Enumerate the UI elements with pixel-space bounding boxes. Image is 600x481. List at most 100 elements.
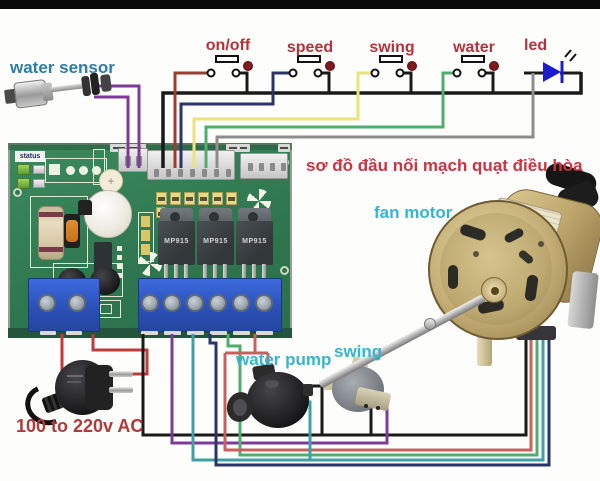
water-pump-label: water pump: [236, 350, 332, 369]
push-button-onoff: [202, 52, 258, 82]
transistor-label: MP915: [203, 238, 228, 245]
silkscreen-dot: [92, 166, 101, 175]
terminal-marking: [210, 331, 227, 335]
water-pump-image: [223, 360, 315, 432]
plug-body-side: [85, 365, 113, 410]
water-sensor-label: water sensor: [10, 58, 115, 77]
transistor-mp915: MP915: [236, 208, 273, 288]
swing-button-label: swing: [369, 39, 415, 56]
control-connector: [147, 150, 235, 180]
swing-terminal: [376, 406, 380, 410]
smd-resistor: [156, 192, 167, 205]
silkscreen-dot: [66, 166, 75, 175]
push-button-water: [448, 52, 504, 82]
pump-body: [247, 372, 309, 428]
solder-pad: [141, 230, 150, 241]
pcb-top-edge: [8, 143, 292, 150]
speed-button-label: speed: [286, 39, 334, 56]
orange-resistor: [66, 220, 78, 242]
terminal-screw: [209, 294, 227, 312]
sensor-connector: [118, 148, 148, 172]
transistor-label: MP915: [242, 238, 267, 245]
terminal-screw: [163, 294, 181, 312]
pcb-edge-marking: [278, 144, 290, 152]
status-led-3: [33, 179, 45, 188]
silkscreen-dot: [79, 166, 88, 175]
silkscreen-box: [30, 196, 88, 268]
smd-resistor: [184, 192, 195, 205]
ac-plug-image: [19, 355, 140, 432]
plug-texture: [67, 375, 83, 377]
top-letterbox-bar: [0, 0, 600, 9]
pump-inlet-opening: [233, 399, 247, 416]
buzzer-top: +: [99, 169, 123, 193]
transistor-label: MP915: [164, 238, 189, 245]
motor-vent-slot: [517, 248, 535, 266]
transistor-mp915: MP915: [197, 208, 234, 288]
solder-pad: [141, 216, 150, 227]
solder-pad: [117, 255, 122, 260]
smd-resistor: [170, 192, 181, 205]
fan-motor-label: fan motor: [374, 203, 453, 222]
motor-vent-slot: [524, 274, 539, 302]
silkscreen-pad: [49, 164, 60, 175]
push-button-swing: [366, 52, 422, 82]
plug-texture: [67, 381, 81, 383]
motor-bracket: [567, 270, 599, 330]
swing-left-lug: [324, 382, 336, 390]
status-led-green-1: [17, 164, 30, 175]
pump-lug: [303, 384, 313, 396]
small-transistor: [78, 200, 92, 215]
pump-highlight: [265, 380, 279, 388]
terminal-screw: [232, 294, 250, 312]
terminal-marking: [164, 331, 181, 335]
diagram-title: sơ đồ đầu nối mạch quạt điều hòa: [306, 156, 583, 175]
smd-resistor: [226, 192, 237, 205]
ac-power-label: 100 to 220v AC: [16, 416, 144, 436]
smd-resistor: [198, 192, 209, 205]
push-button-speed: [284, 52, 340, 82]
smd-resistor: [212, 192, 223, 205]
solder-pad: [117, 273, 122, 278]
terminal-screw: [68, 294, 86, 312]
terminal-marking: [40, 331, 56, 335]
water-button-label: water: [453, 39, 495, 56]
mounting-hole: [280, 266, 289, 275]
transistor-mp915: MP915: [158, 208, 195, 288]
aux-connector: [240, 153, 288, 179]
plug-prong: [109, 371, 133, 377]
sensor-rod: [50, 83, 85, 93]
solder-pad: [141, 244, 150, 255]
motor-vent-slot: [448, 265, 458, 289]
motor-vent-slot: [458, 223, 488, 242]
solder-pad: [117, 246, 122, 251]
terminal-marking: [256, 331, 273, 335]
terminal-marking: [141, 331, 158, 335]
status-led-2: [33, 165, 45, 174]
mounting-hole: [13, 188, 22, 197]
ic-chip: [94, 242, 112, 274]
onoff-button-label: on/off: [205, 37, 251, 54]
led-symbol: [520, 45, 590, 90]
terminal-screw: [38, 294, 56, 312]
motor-screw: [473, 251, 479, 257]
motor-hub: [481, 277, 507, 303]
led-label: led: [524, 37, 548, 54]
terminal-screw: [186, 294, 204, 312]
terminal-screw: [141, 294, 159, 312]
terminal-screw: [255, 294, 273, 312]
swing-motor-label: swing: [334, 342, 383, 361]
status-led-green-2: [17, 178, 30, 189]
terminal-marking: [66, 331, 82, 335]
silkscreen-pad: [100, 304, 112, 314]
motor-screw: [538, 241, 544, 247]
swing-terminal: [364, 404, 368, 408]
status-label: status: [15, 151, 45, 162]
plug-prong: [109, 387, 133, 393]
motor-vent-slot: [503, 226, 525, 245]
solder-pad: [117, 264, 122, 269]
terminal-marking: [233, 331, 250, 335]
buzzer: [84, 190, 132, 238]
capacitor-cylinder: [38, 206, 64, 260]
